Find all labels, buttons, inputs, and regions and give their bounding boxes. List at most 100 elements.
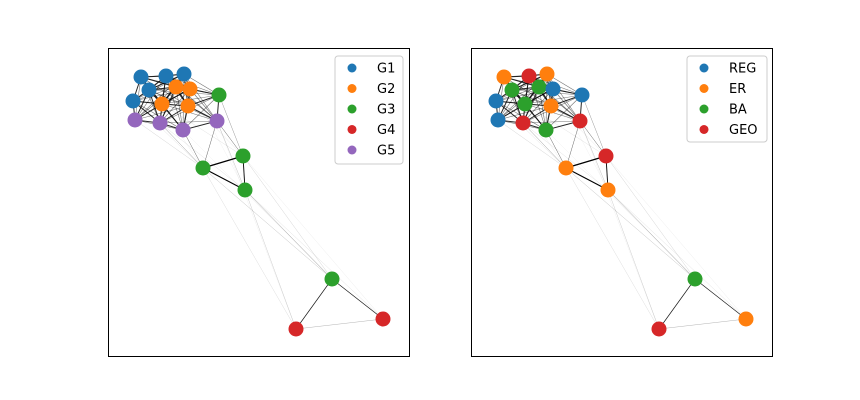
- graph-edge: [242, 155, 333, 280]
- graph-node-g2: [180, 98, 196, 114]
- graph-node-g1: [141, 82, 157, 98]
- graph-node-reg: [490, 112, 506, 128]
- legend-marker-g5: [347, 145, 357, 155]
- graph-edge: [495, 100, 567, 169]
- legend-label-g2: G2: [377, 82, 395, 97]
- graph-edge: [242, 155, 384, 320]
- graph-node-g2: [154, 96, 170, 112]
- graph-node-ba: [687, 271, 703, 287]
- graph-node-g4: [375, 311, 391, 327]
- graph-edge: [545, 94, 583, 131]
- graph-node-geo: [598, 148, 614, 164]
- graph-edge: [295, 318, 384, 330]
- graph-edge: [244, 189, 384, 320]
- graph-edge: [202, 120, 218, 169]
- graph-node-g1: [125, 93, 141, 109]
- graph-node-reg: [545, 81, 561, 97]
- graph-node-geo: [651, 321, 667, 337]
- graph-edge: [607, 189, 660, 330]
- graph-edge: [216, 120, 246, 191]
- graph-node-g5: [152, 115, 168, 131]
- graph-edge: [159, 122, 246, 191]
- legend-marker-g2: [347, 84, 357, 93]
- graph-node-geo: [572, 113, 588, 129]
- graph-edge: [244, 189, 297, 330]
- graph-edge: [607, 189, 747, 320]
- left-nodes: [125, 66, 391, 337]
- graph-node-g2: [182, 81, 198, 97]
- graph-edge: [175, 86, 244, 157]
- graph-node-g3: [235, 148, 251, 164]
- graph-edge: [134, 119, 204, 169]
- graph-edge: [159, 120, 218, 124]
- graph-edge: [202, 167, 246, 191]
- graph-node-ba: [531, 79, 547, 95]
- graph-node-er: [600, 182, 616, 198]
- graph-edge: [159, 88, 191, 124]
- graph-edge: [161, 103, 244, 157]
- graph-edge: [658, 278, 696, 330]
- graph-edge: [605, 155, 696, 280]
- legend-label-geo: GEO: [729, 123, 758, 138]
- graph-edge: [497, 105, 552, 121]
- legend-label-g1: G1: [377, 62, 395, 77]
- legend-marker-geo: [699, 125, 709, 134]
- legend-label-reg: REG: [729, 62, 756, 77]
- graph-node-er: [543, 98, 559, 114]
- graph-edge: [545, 129, 696, 280]
- graph-node-g1: [158, 68, 174, 84]
- graph-edge: [565, 120, 581, 169]
- graph-node-ba: [538, 122, 554, 138]
- graph-edge: [538, 86, 607, 157]
- graph-edge: [202, 167, 333, 280]
- graph-edge: [607, 189, 696, 280]
- graph-edge: [134, 105, 189, 121]
- graph-edge: [134, 75, 167, 121]
- graph-node-g5: [175, 122, 191, 138]
- graph-node-er: [558, 160, 574, 176]
- graph-edge: [522, 120, 581, 124]
- legend-label-g4: G4: [377, 123, 395, 138]
- graph-edge: [495, 73, 548, 102]
- graph-edge: [605, 155, 747, 320]
- graph-node-g3: [237, 182, 253, 198]
- right-legend: REG ER BA GEO: [686, 55, 768, 143]
- left-legend-box: [334, 55, 404, 165]
- graph-node-g3: [195, 160, 211, 176]
- graph-node-er: [496, 69, 512, 85]
- graph-node-reg: [488, 93, 504, 109]
- legend-label-g3: G3: [377, 103, 395, 118]
- graph-edge: [218, 94, 244, 157]
- legend-label-er: ER: [729, 82, 746, 97]
- graph-edge: [522, 122, 609, 191]
- graph-edge: [497, 119, 567, 169]
- legend-marker-g4: [347, 125, 357, 134]
- graph-node-g3: [211, 87, 227, 103]
- graph-edge: [216, 120, 297, 330]
- graph-edge: [497, 75, 530, 121]
- graph-node-g5: [209, 113, 225, 129]
- legend-label-ba: BA: [729, 103, 747, 118]
- legend-label-g5: G5: [377, 144, 395, 159]
- graph-edge: [182, 129, 333, 280]
- graph-edge: [565, 167, 660, 330]
- graph-node-g1: [176, 66, 192, 82]
- graph-edge: [132, 100, 204, 169]
- right-legend-box: [686, 55, 768, 143]
- graph-node-geo: [521, 68, 537, 84]
- graph-node-g5: [127, 112, 143, 128]
- graph-node-g3: [324, 271, 340, 287]
- graph-edge: [581, 94, 607, 157]
- graph-edge: [694, 278, 747, 320]
- graph-edge: [565, 167, 696, 280]
- graph-edge: [658, 318, 747, 330]
- graph-edge: [522, 122, 567, 169]
- legend-marker-reg: [699, 63, 709, 73]
- graph-edge: [159, 122, 204, 169]
- graph-node-er: [738, 311, 754, 327]
- graph-edge: [331, 278, 384, 320]
- legend-marker-er: [699, 84, 709, 93]
- right-nodes: [488, 66, 754, 337]
